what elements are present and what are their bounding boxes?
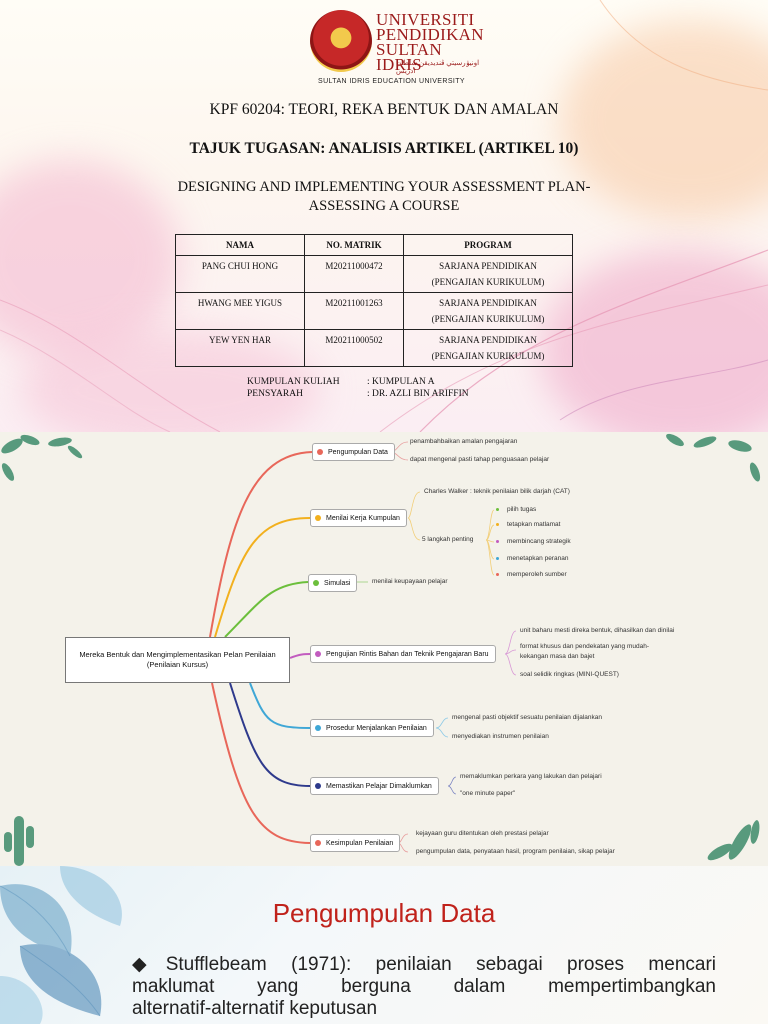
branch-dot-icon: [315, 840, 321, 846]
table-row: PANG CHUI HONG M20211000472 SARJANA PEND…: [175, 255, 573, 293]
table-row: HWANG MEE YIGUS M20211001263 SARJANA PEN…: [175, 292, 573, 330]
branch-item: menyediakan instrumen penilaian: [452, 733, 549, 740]
branch-item: kejayaan guru ditentukan oleh prestasi p…: [416, 830, 549, 837]
branch-node-prosedur-menjalankan-penilaian: Prosedur Menjalankan Penilaian: [310, 719, 434, 737]
branch-node-pengujian-rintis: Pengujian Rintis Bahan dan Teknik Pengaj…: [310, 645, 496, 663]
course-title: KPF 60204: TEORI, REKA BENTUK DAN AMALAN: [209, 101, 559, 118]
plant-decoration-icon: [1, 434, 83, 481]
decor-wash: [0, 160, 180, 360]
branch-node-memastikan-pelajar-dimaklumkan: Memastikan Pelajar Dimaklumkan: [310, 777, 439, 795]
branch-item: "one minute paper": [460, 790, 516, 797]
lecturer-value: : DR. AZLI BIN ARIFFIN: [367, 389, 469, 399]
cell-nama: YEW YEN HAR: [175, 329, 305, 367]
mind-map-slide: Mereka Bentuk dan Mengimplementasikan Pe…: [0, 432, 768, 866]
branch-item: mengenal pasti objektif sesuatu penilaia…: [452, 714, 602, 721]
branch-item: pengumpulan data, penyataan hasil, progr…: [416, 848, 615, 855]
table-header-row: NAMA NO. MATRIK PROGRAM: [175, 234, 573, 256]
plant-decoration-icon: [707, 820, 760, 861]
university-english-name: SULTAN IDRIS EDUCATION UNIVERSITY: [318, 78, 465, 85]
branch-item: penambahbaikan amalan pengajaran: [410, 438, 518, 445]
branch-node-pengumpulan-data: Pengumpulan Data: [312, 443, 395, 461]
university-seal-icon: [310, 10, 372, 72]
decor-wash: [540, 250, 768, 432]
assignment-title: TAJUK TUGASAN: ANALISIS ARTIKEL (ARTIKEL…: [189, 140, 579, 157]
branch-node-menilai-kerja-kumpulan: Menilai Kerja Kumpulan: [310, 509, 407, 527]
cell-nama: PANG CHUI HONG: [175, 255, 305, 293]
step-item: tetapkan matlamat: [496, 521, 560, 528]
header-matrik: NO. MATRIK: [304, 234, 404, 256]
lecturer-label: PENSYARAH: [247, 389, 303, 399]
article-title: DESIGNING AND IMPLEMENTING YOUR ASSESSME…: [177, 179, 591, 214]
cell-program: SARJANA PENDIDIKAN (PENGAJIAN KURIKULUM): [403, 329, 573, 367]
content-slide: Pengumpulan Data ◆Stufflebeam (1971): pe…: [0, 866, 768, 1024]
university-jawi-name: اونيۏرسيتي ڤنديديقن سلطان ادريس: [396, 59, 480, 75]
branch-item: kekangan masa dan bajet: [520, 653, 595, 660]
slide-body-text: ◆Stufflebeam (1971): penilaian sebagai p…: [132, 954, 716, 1019]
members-table: NAMA NO. MATRIK PROGRAM PANG CHUI HONG M…: [175, 234, 573, 367]
decor-wash: [560, 20, 768, 220]
branch-item: 5 langkah penting: [422, 536, 474, 543]
cell-nama: HWANG MEE YIGUS: [175, 292, 305, 330]
cell-program: SARJANA PENDIDIKAN (PENGAJIAN KURIKULUM): [403, 255, 573, 293]
slide-title: Pengumpulan Data: [272, 898, 496, 928]
branch-dot-icon: [315, 515, 321, 521]
watercolor-leaves-icon: [0, 866, 122, 1024]
branch-node-simulasi: Simulasi: [308, 574, 358, 592]
cactus-decoration-icon: [4, 816, 34, 866]
branch-dot-icon: [313, 580, 319, 586]
table-row: YEW YEN HAR M20211000502 SARJANA PENDIDI…: [175, 329, 573, 367]
plant-decoration-icon: [666, 433, 761, 482]
header-nama: NAMA: [175, 234, 305, 256]
title-slide: UNIVERSITI PENDIDIKAN SULTAN IDRIS اونيۏ…: [0, 0, 768, 432]
step-item: membincang strategik: [496, 538, 571, 545]
group-value: : KUMPULAN A: [367, 377, 435, 387]
branch-item: format khusus dan pendekatan yang mudah-: [520, 643, 650, 650]
branch-dot-icon: [315, 725, 321, 731]
branch-item: soal selidik ringkas (MINI-QUEST): [520, 671, 619, 678]
branch-node-kesimpulan-penilaian: Kesimpulan Penilaian: [310, 834, 401, 852]
cell-matrik: M20211000472: [304, 255, 404, 293]
branch-dot-icon: [317, 449, 323, 455]
branch-item: unit baharu mesti direka bentuk, dihasil…: [520, 627, 675, 634]
branch-item: Charles Walker : teknik penilaian bilik …: [424, 488, 570, 495]
branch-item: menilai keupayaan pelajar: [372, 578, 448, 585]
step-item: menetapkan peranan: [496, 555, 568, 562]
mind-map-connectors: [209, 441, 517, 853]
branch-item: dapat mengenal pasti tahap penguasaan pe…: [410, 456, 550, 463]
step-item: pilih tugas: [496, 506, 536, 513]
university-name: UNIVERSITI PENDIDIKAN SULTAN IDRIS: [376, 10, 484, 74]
branch-dot-icon: [315, 651, 321, 657]
university-logo: UNIVERSITI PENDIDIKAN SULTAN IDRIS اونيۏ…: [310, 10, 484, 86]
step-item: memperoleh sumber: [496, 571, 567, 578]
group-label: KUMPULAN KULIAH: [247, 377, 340, 387]
cell-matrik: M20211001263: [304, 292, 404, 330]
mind-map-root-node: Mereka Bentuk dan Mengimplementasikan Pe…: [65, 637, 290, 683]
cell-matrik: M20211000502: [304, 329, 404, 367]
header-program: PROGRAM: [403, 234, 573, 256]
branch-item: memaklumkan perkara yang lakukan dan pel…: [460, 773, 602, 780]
branch-dot-icon: [315, 783, 321, 789]
cell-program: SARJANA PENDIDIKAN (PENGAJIAN KURIKULUM): [403, 292, 573, 330]
